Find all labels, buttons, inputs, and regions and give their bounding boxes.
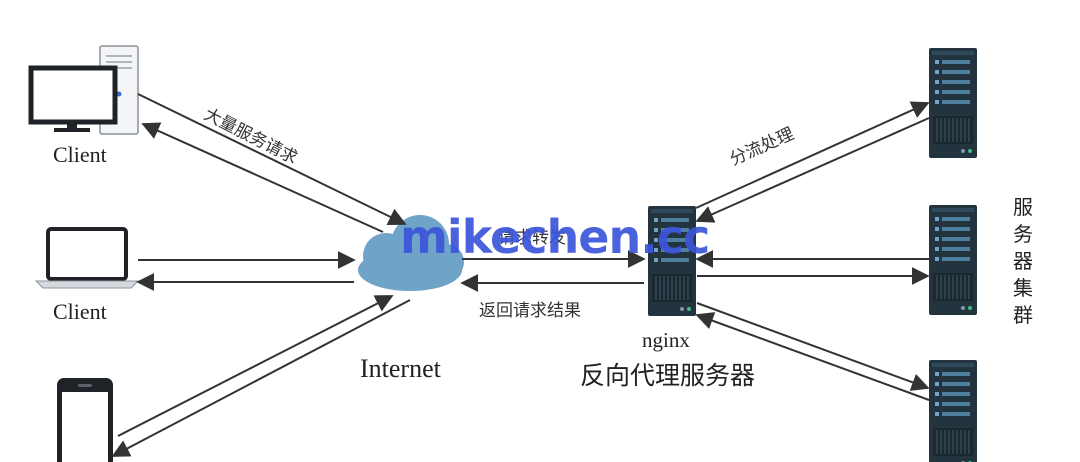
client-label: Client <box>53 142 107 167</box>
watermark: mikechen.cc <box>400 210 710 264</box>
reverse-proxy-title: 反向代理服务器 <box>580 361 756 390</box>
distribute-arrow <box>695 101 930 209</box>
request-arrow <box>117 295 394 437</box>
internet-label: Internet <box>360 354 441 383</box>
server-cluster-char: 器 <box>1013 249 1033 273</box>
cloud-icon <box>358 215 464 291</box>
distribute-arrow <box>696 302 930 391</box>
server-cluster-char: 服 <box>1013 195 1033 219</box>
backend-server-icon <box>928 204 978 316</box>
server-cluster-char: 群 <box>1013 303 1033 327</box>
server-cluster-label: 服 务 器 集 群 <box>1012 194 1034 329</box>
desktop-computer-icon <box>28 45 139 135</box>
smartphone-icon <box>57 378 113 462</box>
return-result-label: 返回请求结果 <box>479 301 581 321</box>
distribute-arrow <box>695 117 930 223</box>
server-cluster-char: 务 <box>1013 222 1033 246</box>
nginx-label: nginx <box>642 328 690 352</box>
server-cluster-char: 集 <box>1013 276 1033 300</box>
response-arrow <box>111 299 411 457</box>
forward-request-label: 请求转发 <box>498 228 566 248</box>
laptop-icon <box>34 227 140 289</box>
request-arrow <box>137 93 407 226</box>
distribute-arrow <box>695 312 930 401</box>
backend-server-icon <box>928 47 978 159</box>
client-label: Client <box>53 299 107 324</box>
backend-server-icon <box>928 359 978 462</box>
response-arrow <box>141 122 384 233</box>
